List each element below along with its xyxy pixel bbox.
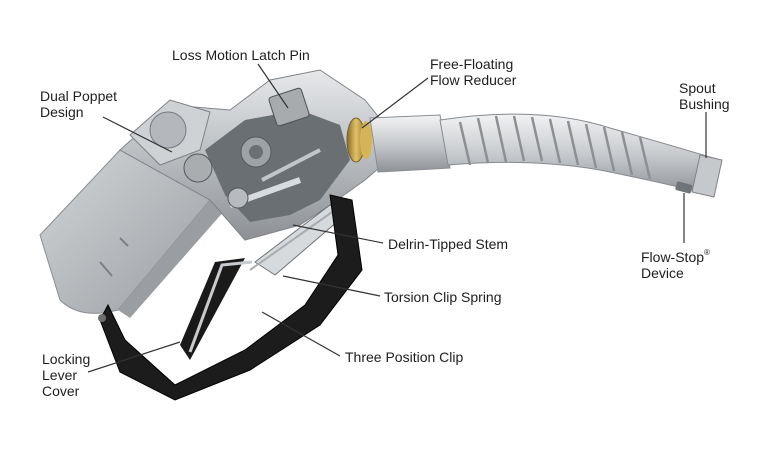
label-dual-poppet: Dual Poppet Design bbox=[40, 88, 118, 120]
label-three-position-clip: Three Position Clip bbox=[345, 349, 464, 365]
flow-stop-port bbox=[675, 181, 693, 194]
handle-edge bbox=[118, 200, 225, 318]
registered-mark: ® bbox=[704, 248, 710, 257]
leader-delrin bbox=[292, 224, 384, 244]
handle-mark bbox=[99, 237, 129, 277]
label-free-floating-flow-reducer: Free-Floating Flow Reducer bbox=[430, 56, 517, 88]
label-spout-bushing: Spout Bushing bbox=[679, 80, 730, 112]
guard-inner bbox=[180, 258, 245, 360]
leader-locking-lever bbox=[87, 341, 181, 373]
latch-pin bbox=[268, 87, 310, 127]
leader-torsion bbox=[282, 275, 381, 297]
label-locking-lever-cover: Locking Lever Cover bbox=[42, 351, 91, 399]
clip-wire bbox=[188, 260, 253, 353]
poppet-knob bbox=[149, 111, 187, 149]
label-torsion-clip-spring: Torsion Clip Spring bbox=[384, 289, 502, 305]
leader-dual-poppet bbox=[102, 116, 173, 153]
spout-collar bbox=[369, 114, 451, 173]
spout-tip bbox=[691, 154, 723, 198]
guard-screw bbox=[98, 314, 106, 322]
leader-lines bbox=[87, 63, 707, 373]
label-delrin-tipped-stem: Delrin-Tipped Stem bbox=[388, 236, 509, 252]
label-loss-motion-latch-pin: Loss Motion Latch Pin bbox=[172, 47, 310, 63]
spout-spring bbox=[458, 115, 652, 180]
leader-three-position bbox=[261, 311, 341, 357]
leader-free-floating bbox=[361, 77, 429, 129]
label-flow-stop-device: Flow-Stop® Device bbox=[641, 248, 710, 281]
leader-loss-motion bbox=[257, 63, 289, 109]
